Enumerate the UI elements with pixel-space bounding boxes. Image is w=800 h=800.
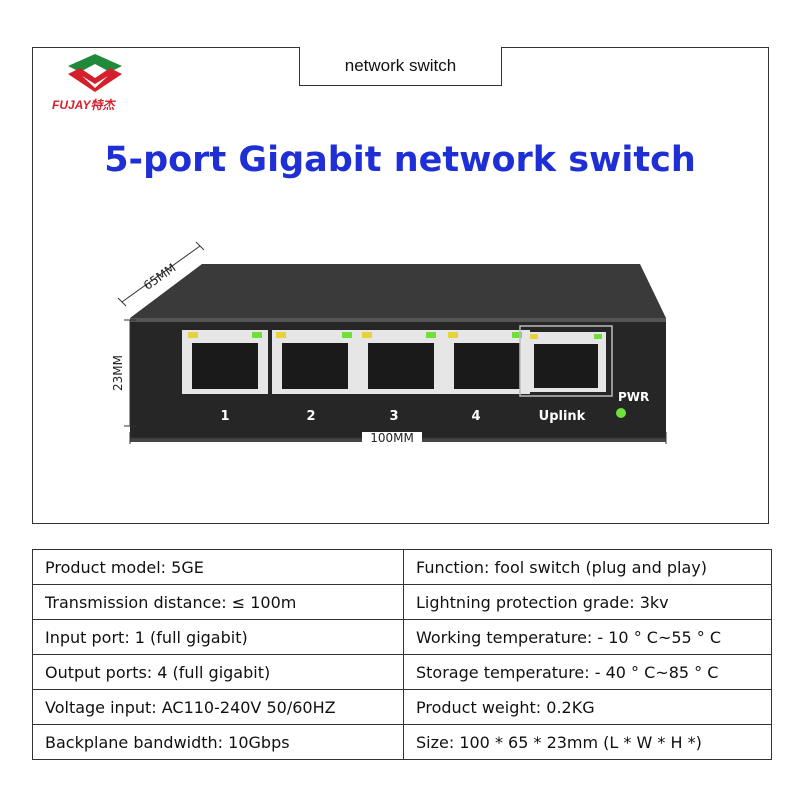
port-label-2: 2 xyxy=(306,409,315,424)
spec-row: Voltage input: AC110-240V 50/60HZ Produc… xyxy=(32,689,772,725)
spec-cell: Product weight: 0.2KG xyxy=(403,689,772,725)
port-label-1: 1 xyxy=(220,409,229,424)
spec-cell: Size: 100 * 65 * 23mm (L * W * H *) xyxy=(403,724,772,760)
spec-cell: Storage temperature: - 40 ° C~85 ° C xyxy=(403,654,772,690)
switch-top-face xyxy=(130,264,666,318)
spec-row: Transmission distance: ≤ 100m Lightning … xyxy=(32,584,772,620)
port-2 xyxy=(272,330,358,394)
specifications-table: Product model: 5GE Function: fool switch… xyxy=(32,549,772,760)
spec-cell: Input port: 1 (full gigabit) xyxy=(32,619,404,655)
switch-illustration: 1 2 3 4 Uplink PWR 100MM 23MM 65MM xyxy=(100,210,680,460)
power-led-icon xyxy=(616,408,626,418)
port-label-3: 3 xyxy=(389,409,398,424)
height-dimension-label: 23MM xyxy=(111,355,125,391)
port-uplink xyxy=(519,325,613,397)
port-1 xyxy=(182,330,268,394)
switch-device-graphic: 1 2 3 4 Uplink PWR 100MM 23MM 65MM xyxy=(111,241,667,445)
port-3 xyxy=(358,330,444,394)
logo-text: FUJAY特杰 xyxy=(52,98,115,112)
brand-logo: FUJAY特杰 xyxy=(52,52,147,118)
spec-cell: Voltage input: AC110-240V 50/60HZ xyxy=(32,689,404,725)
spec-row: Product model: 5GE Function: fool switch… xyxy=(32,549,772,585)
spec-row: Output ports: 4 (full gigabit) Storage t… xyxy=(32,654,772,690)
spec-cell: Working temperature: - 10 ° C~55 ° C xyxy=(403,619,772,655)
page-headline: 5-port Gigabit network switch xyxy=(104,140,696,180)
fujay-logo-icon xyxy=(68,54,122,92)
spec-row: Input port: 1 (full gigabit) Working tem… xyxy=(32,619,772,655)
width-dimension-label: 100MM xyxy=(370,431,414,445)
port-label-uplink: Uplink xyxy=(539,409,586,424)
spec-cell: Transmission distance: ≤ 100m xyxy=(32,584,404,620)
power-label: PWR xyxy=(618,390,649,404)
spec-cell: Product model: 5GE xyxy=(32,549,404,585)
port-4 xyxy=(444,330,530,394)
spec-cell: Output ports: 4 (full gigabit) xyxy=(32,654,404,690)
spec-row: Backplane bandwidth: 10Gbps Size: 100 * … xyxy=(32,724,772,760)
spec-cell: Backplane bandwidth: 10Gbps xyxy=(32,724,404,760)
spec-cell: Lightning protection grade: 3kv xyxy=(403,584,772,620)
port-label-4: 4 xyxy=(471,409,480,424)
category-tab-label: network switch xyxy=(299,47,502,86)
spec-cell: Function: fool switch (plug and play) xyxy=(403,549,772,585)
